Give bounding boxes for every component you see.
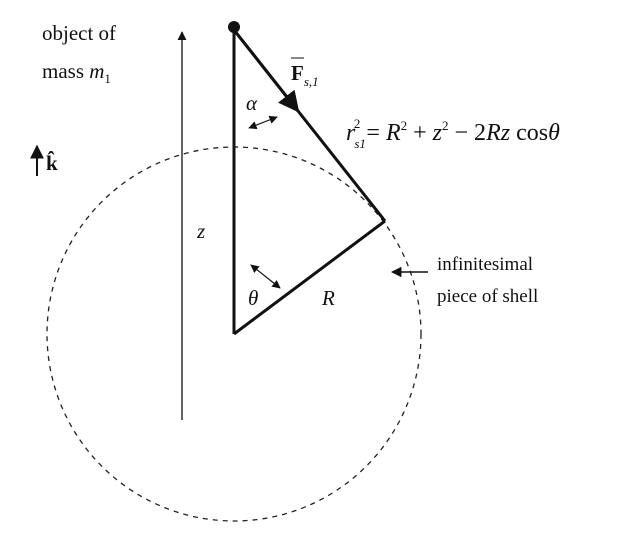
object-label-line1: object of [42, 21, 116, 45]
alpha-angle-arrow [248, 115, 278, 130]
force-arrow [232, 29, 300, 113]
distance-equation: rs12 = R2 + z2 − 2Rz cosθ [346, 108, 560, 151]
object-label-line2: mass m1 [42, 59, 111, 86]
alpha-label: α [246, 91, 258, 115]
shell-piece-label-line2: piece of shell [437, 286, 538, 307]
theta-angle-arrow [250, 264, 281, 289]
force-label: Fs,1 [291, 61, 319, 89]
point-mass [228, 21, 240, 33]
k-hat-label: k̂ [46, 150, 58, 175]
R-label: R [321, 286, 335, 310]
z-label: z [196, 219, 205, 243]
shell-piece-label-line1: infinitesimal [437, 254, 533, 275]
theta-label: θ [248, 286, 258, 310]
